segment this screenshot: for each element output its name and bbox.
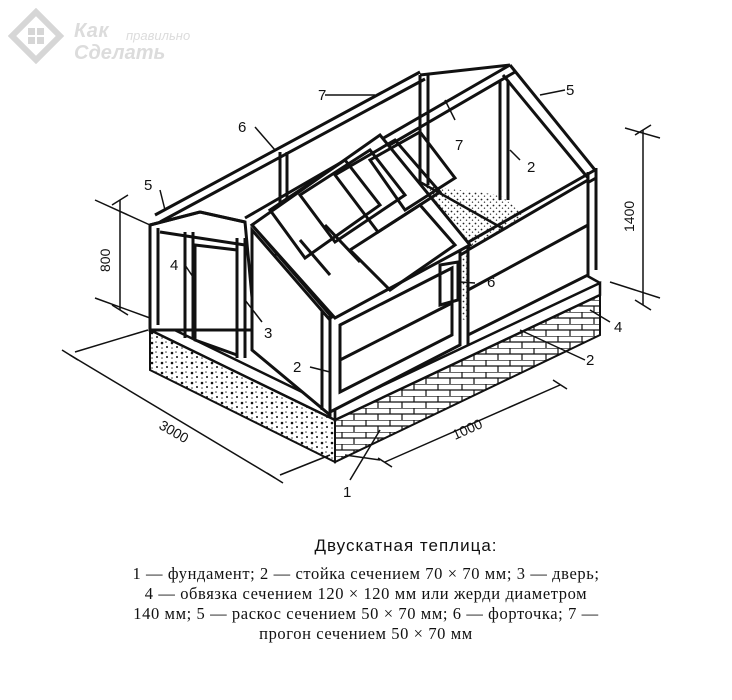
label-4-left: 4: [170, 257, 178, 274]
label-4-right: 4: [614, 319, 622, 336]
logo-text-pravilno: правильно: [126, 28, 191, 43]
greenhouse-diagram: 7 6 7 5 2 5 4 3 2 6 4 2 1 3000 1000 800 …: [61, 63, 661, 501]
label-6-side: 6: [487, 274, 495, 291]
part-labels: 7 6 7 5 2 5 4 3 2 6 4 2 1: [144, 82, 622, 501]
site-logo: Как правильно Сделать: [7, 7, 238, 65]
caption-line-3: 140 мм; 5 — раскос сечением 50 × 70 мм; …: [133, 604, 599, 623]
roof-slope: [249, 130, 473, 320]
caption-line-2: 4 — обвязка сечением 120 × 120 мм или же…: [144, 584, 588, 603]
label-7-left: 7: [318, 87, 326, 104]
dim-800: 800: [97, 248, 113, 272]
label-5-left: 5: [144, 177, 152, 194]
front-gable-frame: [148, 210, 257, 358]
label-2-back: 2: [527, 159, 535, 176]
label-2-right: 2: [586, 352, 594, 369]
side-wall: [250, 177, 590, 419]
label-5-right: 5: [566, 82, 574, 99]
dim-1000: 1000: [450, 415, 485, 442]
dim-1400: 1400: [621, 201, 637, 232]
house-logo-icon: [7, 7, 65, 65]
label-6-top: 6: [238, 119, 246, 136]
logo-text-kak: Как: [74, 20, 110, 42]
caption-line-1: 1 — фундамент; 2 — стойка сечением 70 × …: [132, 564, 600, 583]
caption-line-4: прогон сечением 50 × 70 мм: [259, 624, 473, 643]
figure-caption: Двускатная теплица: 1 — фундамент; 2 — с…: [0, 536, 732, 644]
label-1-foundation: 1: [343, 484, 351, 501]
caption-title: Двускатная теплица:: [314, 536, 498, 555]
logo-text-sdelat: Сделать: [74, 42, 166, 64]
label-7-right: 7: [455, 137, 463, 154]
leader-lines: [159, 89, 611, 481]
dimension-lines: [61, 124, 661, 484]
label-2-front: 2: [293, 359, 301, 376]
dim-3000: 3000: [157, 417, 192, 447]
label-3-door: 3: [264, 325, 272, 342]
